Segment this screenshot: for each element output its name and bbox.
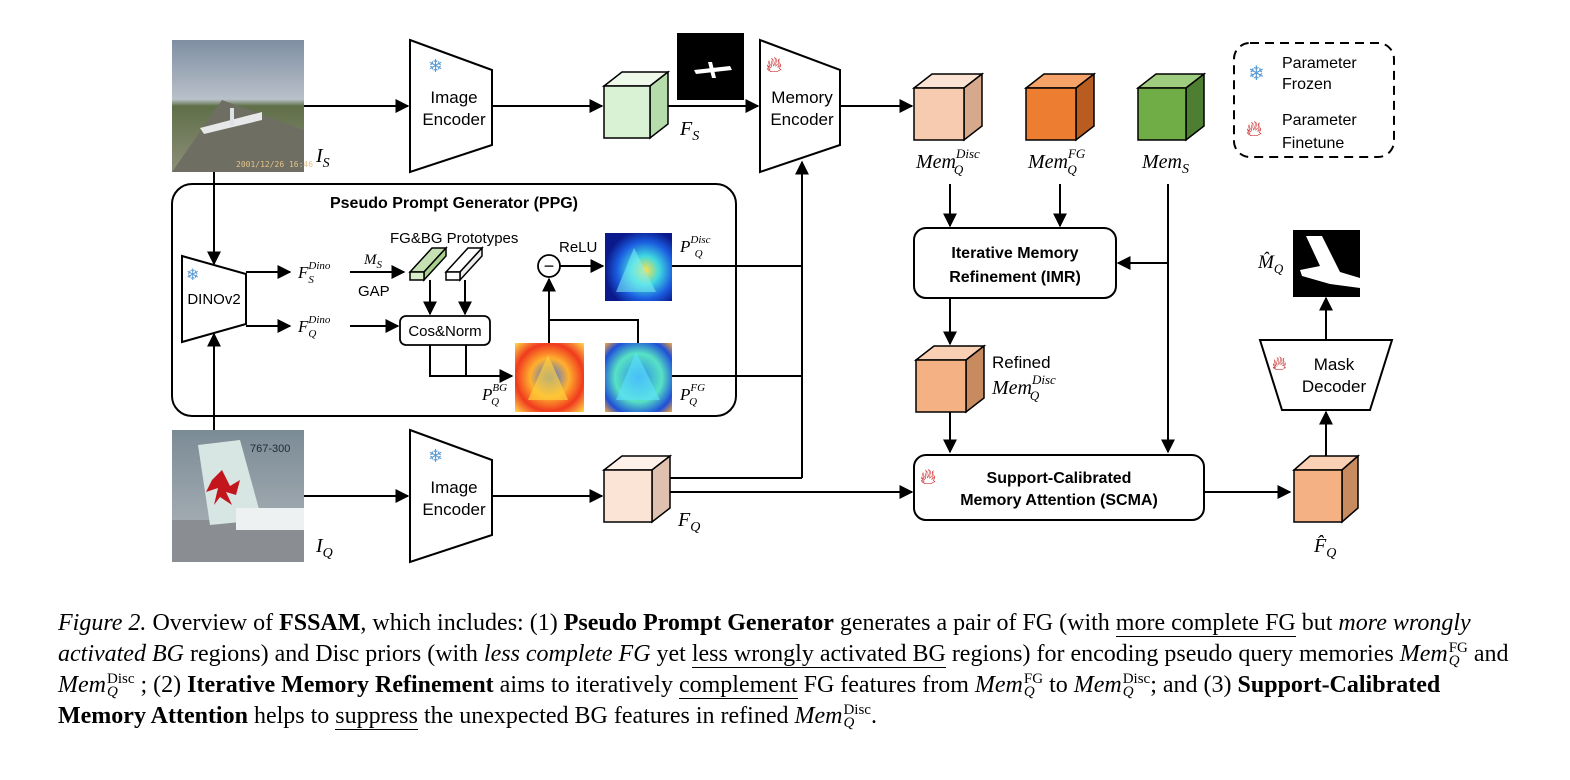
query-image: 767-300 xyxy=(172,430,304,562)
p-fg-heatmap xyxy=(605,343,672,412)
support-image-label: IS xyxy=(315,145,330,171)
fq-feature-cube xyxy=(601,454,673,524)
figure-caption: Figure 2. Overview of FSSAM, which inclu… xyxy=(58,610,1509,732)
snowflake-icon: ❄ xyxy=(428,446,443,466)
svg-text:Decoder: Decoder xyxy=(1302,377,1367,396)
scma-module: 🔥︎ Support-Calibrated Memory Attention (… xyxy=(913,454,1205,521)
flame-icon: 🔥︎ xyxy=(766,52,782,77)
predicted-mask-thumbnail xyxy=(1293,230,1360,297)
dinov2-encoder: ❄ DINOv2 xyxy=(181,254,247,344)
refined-mem-disc-cube xyxy=(913,344,987,414)
svg-text:Encoder: Encoder xyxy=(422,110,486,129)
svg-text:Frozen: Frozen xyxy=(1282,76,1332,93)
fq-hat-cube xyxy=(1292,454,1360,524)
bg-prototype xyxy=(444,246,484,282)
prototypes-label: FG&BG Prototypes xyxy=(390,230,518,247)
relu-label: ReLU xyxy=(559,239,597,256)
snowflake-icon: ❄ xyxy=(428,56,443,76)
fssam-diagram: 2001/12/26 16:46 IS 767-300 IQ ❄ Image E… xyxy=(171,33,1395,564)
mem-disc-cube xyxy=(911,72,985,142)
mq-hat-label: M̂Q xyxy=(1257,252,1284,276)
fg-prototype xyxy=(408,246,448,282)
svg-text:−: − xyxy=(544,256,555,276)
svg-text:DINOv2: DINOv2 xyxy=(187,291,240,308)
mem-fg-cube xyxy=(1023,72,1097,142)
svg-text:Image: Image xyxy=(430,478,477,497)
svg-text:Finetune: Finetune xyxy=(1282,135,1344,152)
svg-text:767-300: 767-300 xyxy=(250,443,290,455)
svg-text:Encoder: Encoder xyxy=(770,110,834,129)
ppg-box: Pseudo Prompt Generator (PPG) xyxy=(171,183,737,417)
flame-icon: 🔥︎ xyxy=(1246,116,1262,141)
flame-icon: 🔥︎ xyxy=(1272,353,1287,375)
svg-text:Cos&Norm: Cos&Norm xyxy=(408,323,481,340)
svg-text:Memory Attention (SCMA): Memory Attention (SCMA) xyxy=(960,492,1158,509)
svg-text:Memory: Memory xyxy=(771,88,833,107)
image-encoder-top: ❄ Image Encoder xyxy=(409,38,493,174)
svg-text:Image: Image xyxy=(430,88,477,107)
fq-hat-label: F̂Q xyxy=(1313,534,1336,561)
gap-label: GAP xyxy=(358,283,390,300)
snowflake-icon: ❄ xyxy=(186,267,199,284)
svg-text:Refinement (IMR): Refinement (IMR) xyxy=(949,269,1081,286)
mem-s-cube xyxy=(1135,72,1207,142)
ppg-title: Pseudo Prompt Generator (PPG) xyxy=(330,195,578,212)
svg-text:Iterative Memory: Iterative Memory xyxy=(951,245,1078,262)
memory-encoder: 🔥︎ Memory Encoder xyxy=(759,38,841,174)
fq-label: FQ xyxy=(677,509,700,535)
svg-text:Mask: Mask xyxy=(1314,355,1355,374)
support-image: 2001/12/26 16:46 xyxy=(172,40,313,172)
imr-module: Iterative Memory Refinement (IMR) xyxy=(913,227,1117,299)
flame-icon: 🔥︎ xyxy=(920,464,936,489)
svg-text:Encoder: Encoder xyxy=(422,500,486,519)
subtract-node: − xyxy=(537,254,561,278)
p-bg-heatmap xyxy=(515,343,584,412)
mask-decoder: 🔥︎ Mask Decoder xyxy=(1258,339,1394,411)
fs-label: FS xyxy=(679,118,699,144)
support-mask-thumbnail xyxy=(677,33,744,100)
image-encoder-bottom: ❄ Image Encoder xyxy=(409,428,493,564)
svg-text:2001/12/26 16:46: 2001/12/26 16:46 xyxy=(236,160,313,169)
svg-text:Parameter: Parameter xyxy=(1282,112,1357,129)
fs-feature-cube xyxy=(601,70,671,140)
query-image-label: IQ xyxy=(315,535,333,561)
p-disc-heatmap xyxy=(605,233,672,301)
snowflake-icon: ❄ xyxy=(1248,63,1265,85)
legend: ❄ Parameter Frozen 🔥︎ Parameter Finetune xyxy=(1233,42,1395,158)
cos-norm-block: Cos&Norm xyxy=(399,315,491,346)
svg-text:Parameter: Parameter xyxy=(1282,55,1357,72)
mem-s-label: MemS xyxy=(1141,151,1189,177)
ms-label: MS xyxy=(363,252,383,271)
refined-label: Refined xyxy=(992,353,1051,372)
svg-text:Support-Calibrated: Support-Calibrated xyxy=(987,470,1132,487)
